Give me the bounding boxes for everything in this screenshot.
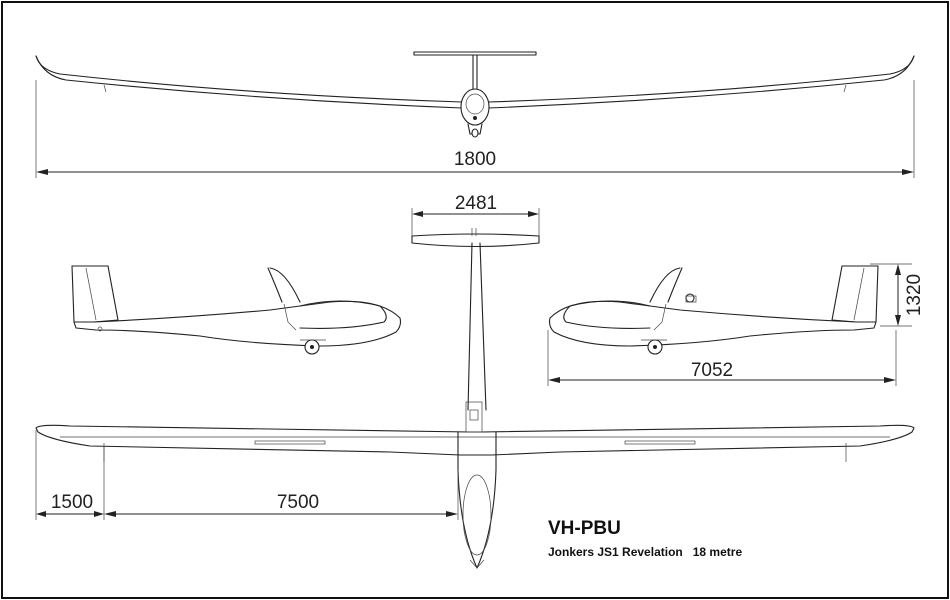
- span-note: 18 metre: [692, 545, 743, 559]
- top-view: [35, 228, 915, 569]
- registration-title: VH-PBU: [548, 518, 621, 539]
- inner-section-label: 7500: [277, 492, 319, 513]
- fuselage-length-label: 7052: [691, 360, 733, 381]
- wingspan-dimension: 1800: [35, 80, 915, 178]
- fin-height-dimension: 1320: [870, 263, 925, 327]
- fuselage-length-dimension: 7052: [547, 330, 897, 386]
- side-view-left: [71, 265, 402, 355]
- wingspan-label: 1800: [454, 149, 496, 170]
- model-subtitle: Jonkers JS1 Revelation 18 metre: [548, 545, 742, 559]
- stabilizer-label: 2481: [455, 193, 497, 214]
- side-view-right: [548, 265, 879, 355]
- stabilizer-dimension: 2481: [411, 193, 540, 236]
- tip-section-label: 1500: [51, 492, 93, 513]
- fin-height-label: 1320: [904, 274, 925, 316]
- wing-section-dimensions: 1500 7500: [35, 430, 459, 520]
- front-view: [35, 51, 915, 138]
- model-name: Jonkers JS1 Revelation: [548, 545, 683, 559]
